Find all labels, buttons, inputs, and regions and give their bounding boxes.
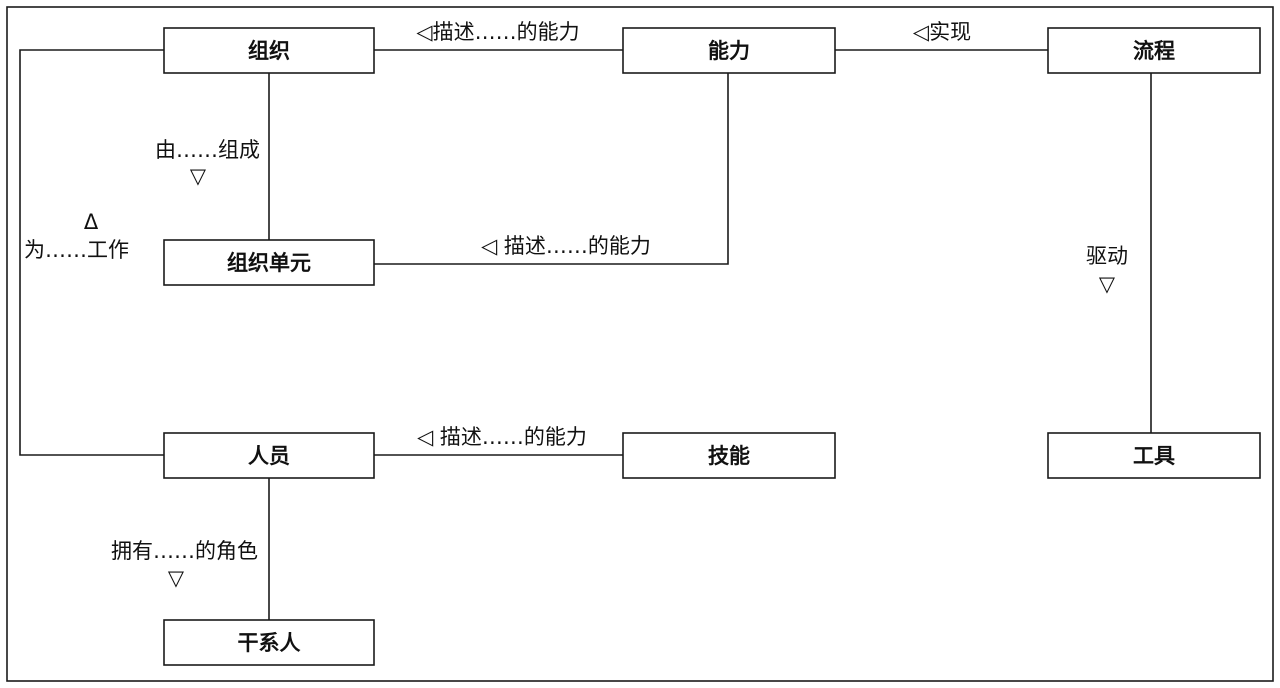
relation-has-role-label: 拥有……的角色 xyxy=(111,539,258,563)
relation-org-unit-capability-label: ◁ 描述……的能力 xyxy=(481,234,651,258)
box-stakeholder: 干系人 xyxy=(163,619,375,666)
box-skill: 技能 xyxy=(622,432,836,479)
relation-has-role-arrow: ▽ xyxy=(168,566,185,590)
relation-org-composed-of-arrow: ▽ xyxy=(190,164,207,188)
box-process-label: 流程 xyxy=(1133,39,1175,63)
box-tool: 工具 xyxy=(1047,432,1261,479)
relation-process-capability-label: ◁实现 xyxy=(913,20,971,44)
line-personnel-organization xyxy=(19,49,164,456)
box-process: 流程 xyxy=(1047,27,1261,74)
box-org-unit-label: 组织单元 xyxy=(227,251,311,275)
box-tool-label: 工具 xyxy=(1133,444,1175,468)
relation-drives-arrow: ▽ xyxy=(1099,272,1116,296)
line-org-unit-capability xyxy=(374,73,729,265)
relation-drives-label: 驱动 xyxy=(1086,244,1128,268)
outer-frame xyxy=(6,6,1274,682)
box-personnel-label: 人员 xyxy=(248,444,290,468)
relation-org-composed-of-label: 由……组成 xyxy=(155,138,260,162)
box-stakeholder-label: 干系人 xyxy=(238,631,301,655)
relation-works-for-arrow: Δ xyxy=(84,210,99,234)
box-organization-label: 组织 xyxy=(248,39,290,63)
box-personnel: 人员 xyxy=(163,432,375,479)
box-org-unit: 组织单元 xyxy=(163,239,375,286)
box-capability-label: 能力 xyxy=(708,39,750,63)
relation-org-capability-label: ◁描述……的能力 xyxy=(416,20,579,44)
box-capability: 能力 xyxy=(622,27,836,74)
box-skill-label: 技能 xyxy=(708,444,750,468)
box-organization: 组织 xyxy=(163,27,375,74)
relation-skill-personnel-label: ◁ 描述……的能力 xyxy=(417,425,587,449)
relation-works-for-label: 为……工作 xyxy=(24,238,129,262)
